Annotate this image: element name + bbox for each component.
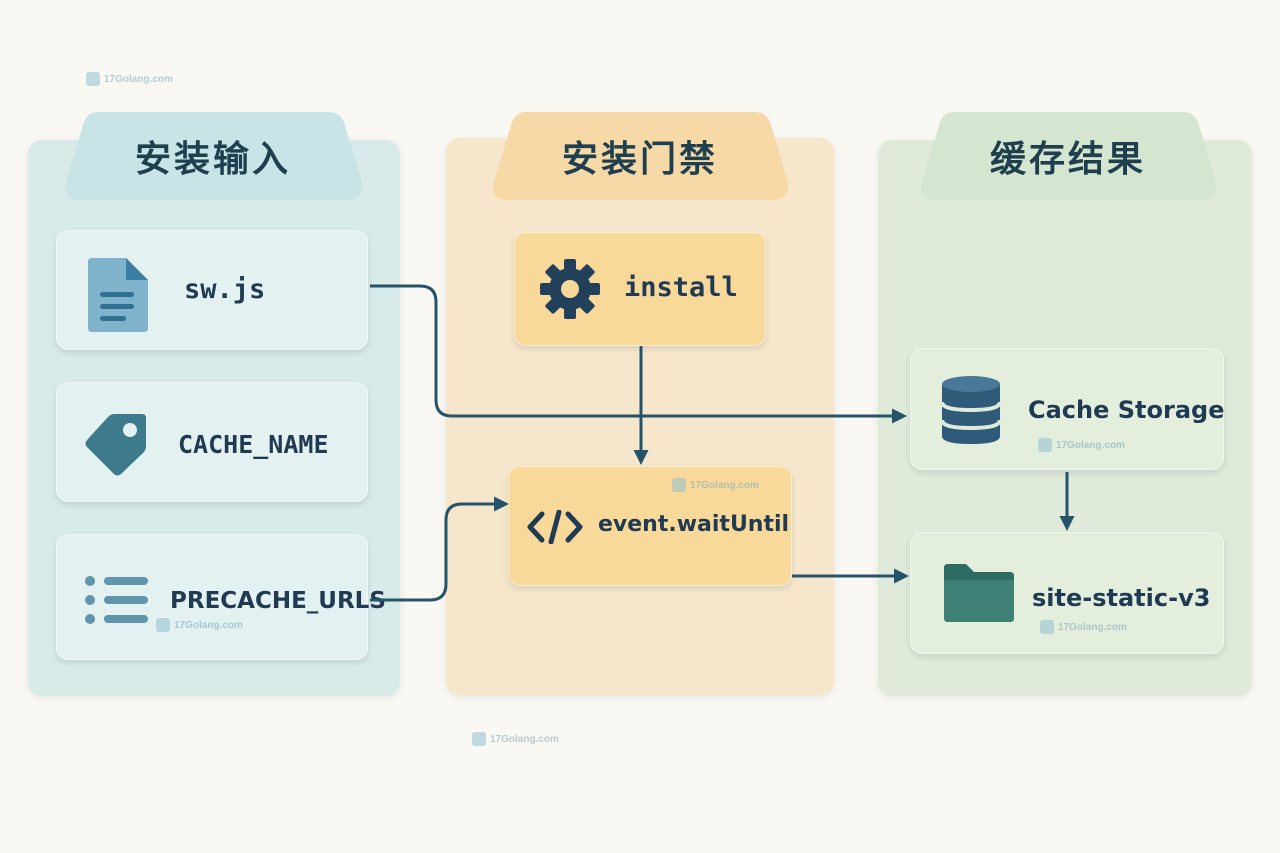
- folder-icon: [944, 564, 1014, 622]
- gate-node-label: event.waitUntil: [598, 512, 790, 537]
- input-node-sw-js: sw.js: [56, 230, 368, 350]
- gate-node-wait-until: event.waitUntil 17Golang.com: [508, 466, 792, 586]
- watermark: 17Golang.com: [86, 72, 173, 86]
- result-node-cache-storage: Cache Storage 17Golang.com: [910, 348, 1225, 470]
- watermark-logo-icon: [1040, 620, 1054, 634]
- watermark: 17Golang.com: [472, 732, 559, 746]
- database-icon: [940, 376, 1002, 444]
- watermark-logo-icon: [472, 732, 486, 746]
- tag-icon: [85, 414, 146, 476]
- result-node-label: site-static-v3: [1032, 584, 1211, 612]
- result-node-label: Cache Storage: [1028, 396, 1225, 424]
- code-icon: [527, 510, 583, 544]
- input-node-label: sw.js: [184, 274, 266, 305]
- input-node-label: PRECACHE_URLS: [170, 588, 386, 614]
- gate-node-label: install: [624, 272, 738, 303]
- watermark: 17Golang.com: [672, 478, 759, 492]
- watermark-logo-icon: [672, 478, 686, 492]
- gear-icon: [540, 259, 600, 319]
- gate-node-install: install: [514, 232, 766, 346]
- input-node-cache-name: CACHE_NAME: [56, 382, 368, 502]
- gate-column: [446, 138, 834, 695]
- header-tab-shape: [65, 112, 362, 200]
- result-node-site-static: site-static-v3 17Golang.com: [910, 532, 1224, 654]
- watermark: 17Golang.com: [156, 618, 243, 632]
- watermark: 17Golang.com: [1040, 620, 1127, 634]
- watermark-logo-icon: [86, 72, 100, 86]
- header-tab-shape: [493, 112, 788, 200]
- watermark-logo-icon: [156, 618, 170, 632]
- inputs-column-header: 安装输入: [64, 112, 362, 200]
- result-column-title: 缓存结果: [989, 139, 1146, 180]
- inputs-column-title: 安装输入: [134, 139, 291, 180]
- input-node-precache-urls: PRECACHE_URLS 17Golang.com: [56, 534, 386, 660]
- list-icon: [85, 576, 148, 624]
- result-column-header: 缓存结果: [920, 112, 1216, 200]
- watermark: 17Golang.com: [1038, 438, 1125, 452]
- gate-column-title: 安装门禁: [561, 139, 718, 180]
- input-node-label: CACHE_NAME: [178, 430, 329, 459]
- header-tab-shape: [921, 112, 1216, 200]
- watermark-logo-icon: [1038, 438, 1052, 452]
- gate-column-header: 安装门禁: [492, 112, 788, 200]
- file-icon: [88, 258, 148, 332]
